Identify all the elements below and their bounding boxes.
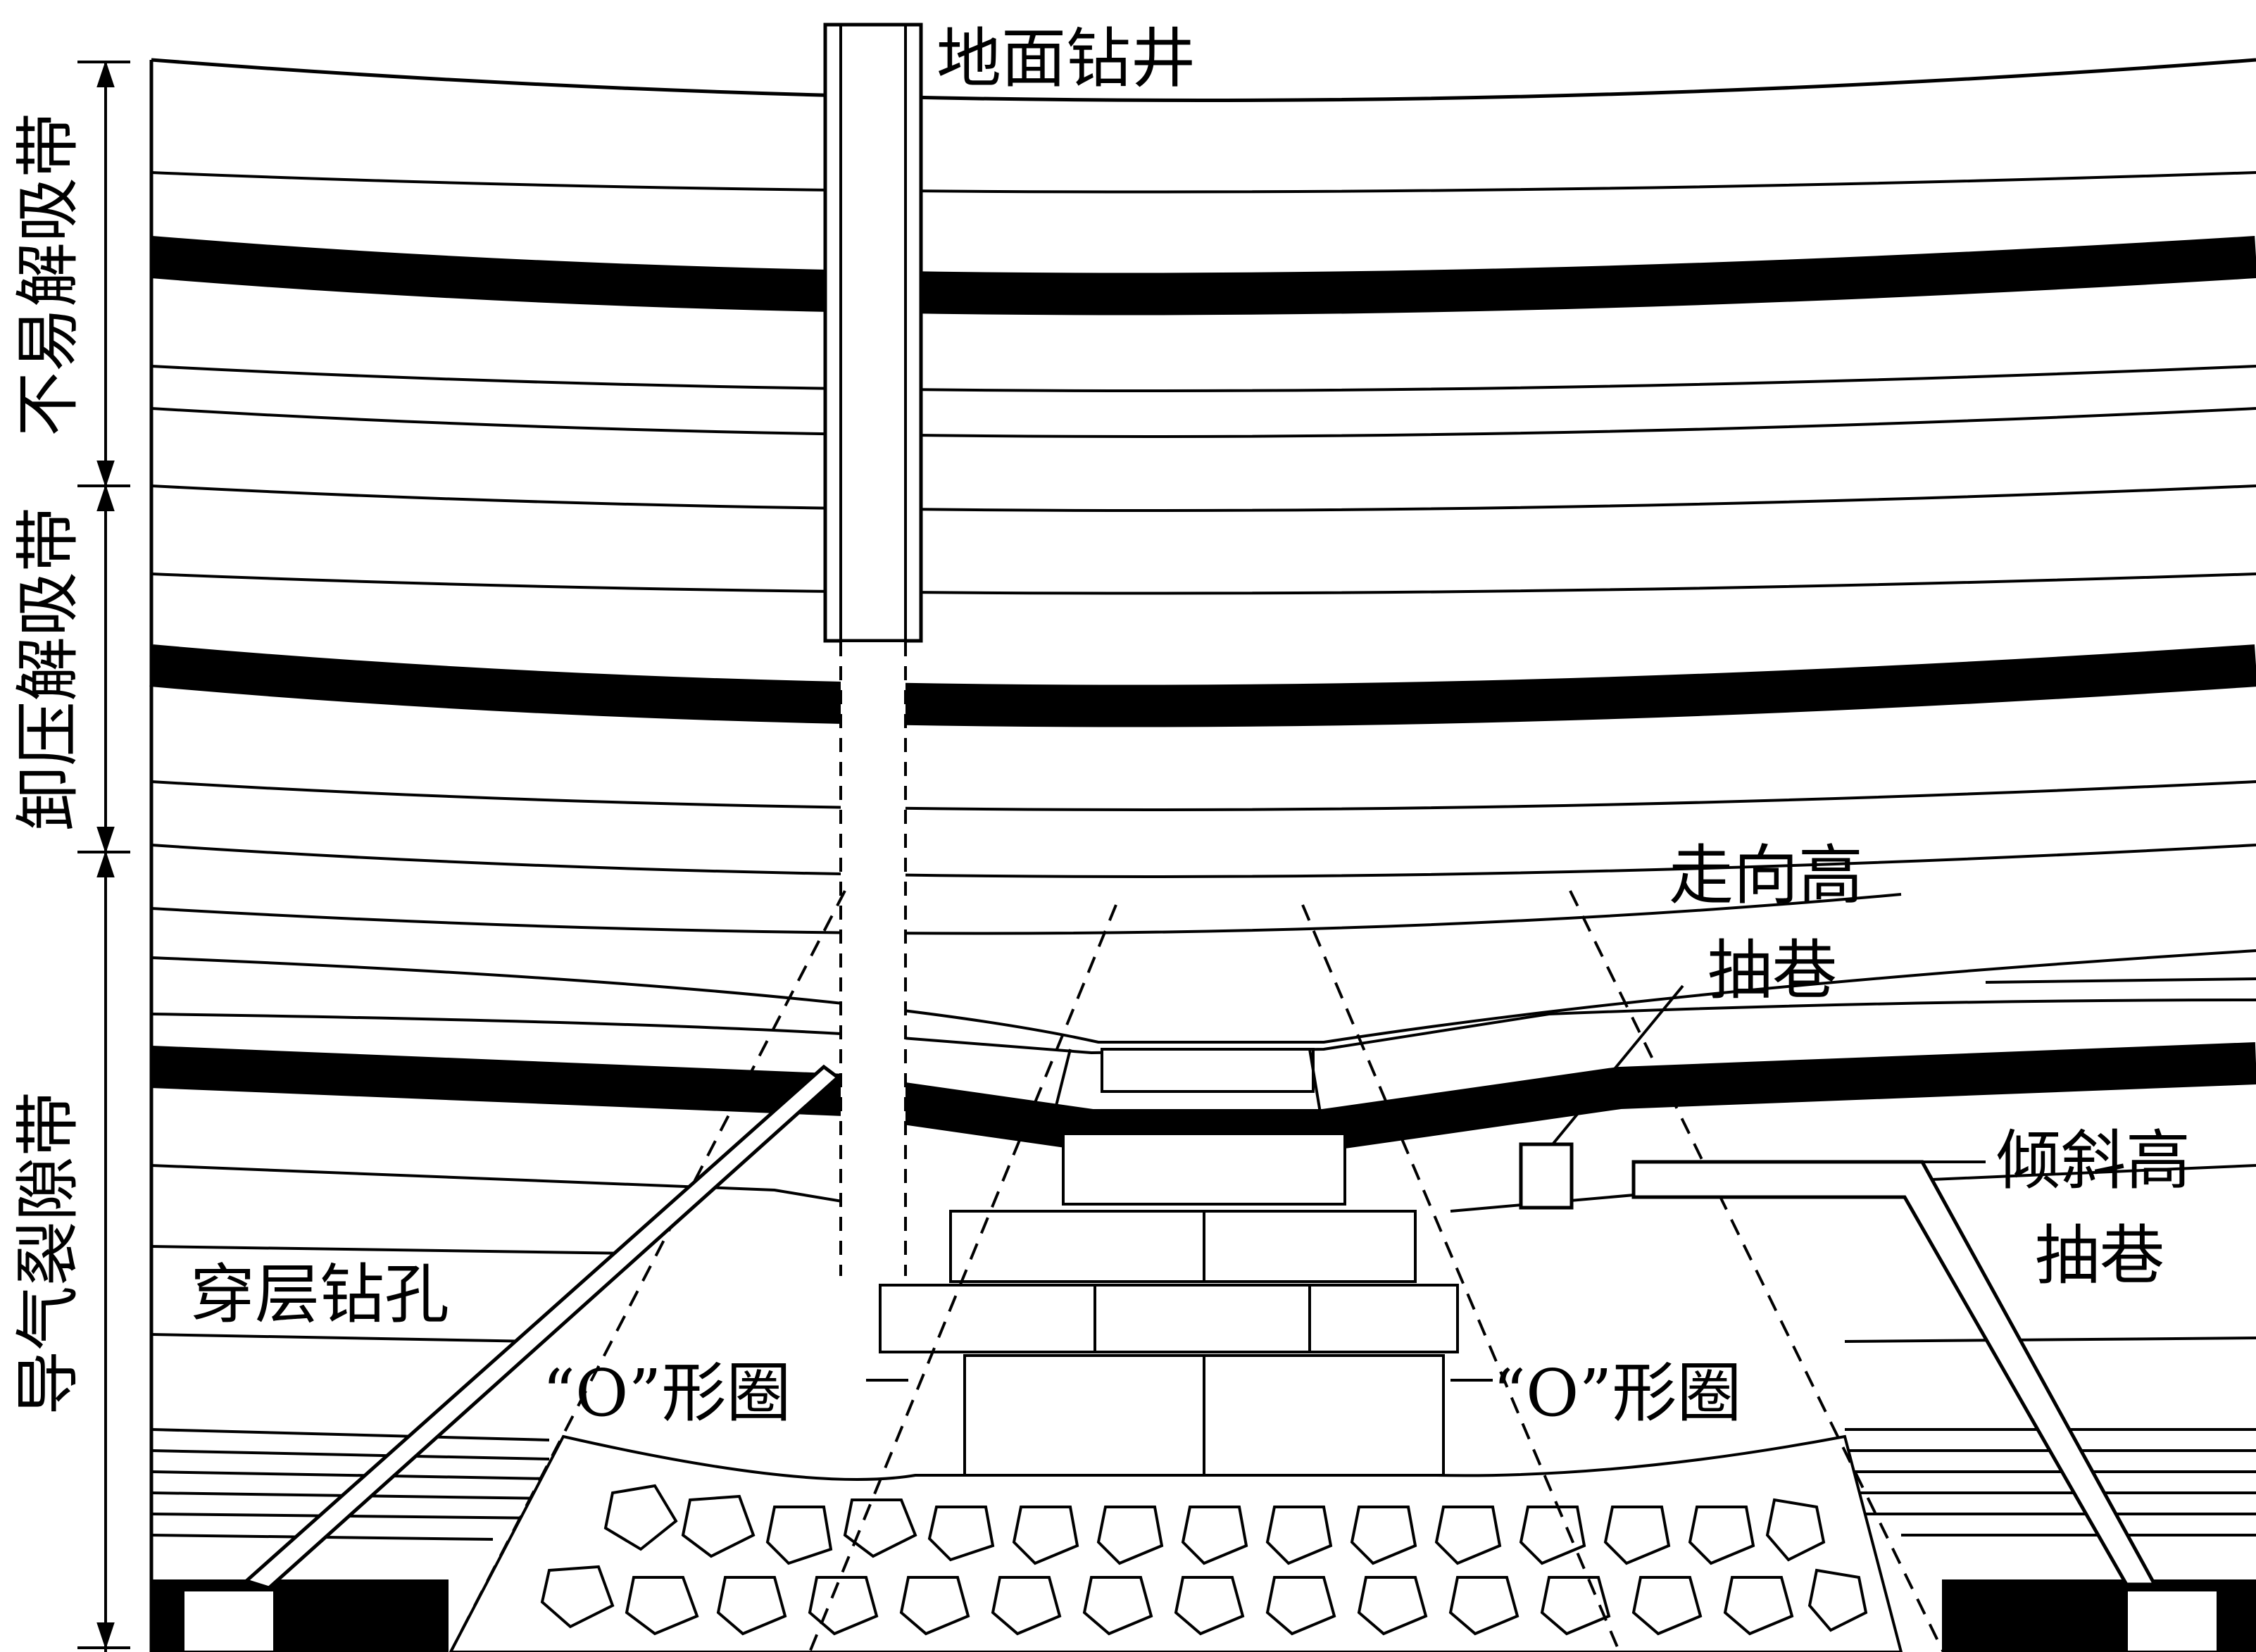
zone-brackets <box>77 60 130 1652</box>
label-surface-well: 地面钻井 <box>936 21 1196 96</box>
goaf-rubble <box>449 1434 1903 1652</box>
zone-label-upper: 不易解吸带 <box>11 113 86 437</box>
strike-roadway <box>1519 1142 1574 1210</box>
surface-well <box>823 23 923 1276</box>
coal-seams <box>149 236 2256 1151</box>
label-o-ring-right: “O”形圈 <box>1493 1356 1742 1431</box>
working-face <box>150 1579 2256 1652</box>
collapsed-blocks <box>879 1048 1459 1477</box>
zone-label-lower: 导气裂隙带 <box>11 1091 86 1415</box>
fracture-lines <box>449 890 1945 1652</box>
rubble-stones <box>540 1484 1868 1636</box>
zone-label-middle: 卸压解吸带 <box>11 507 86 831</box>
label-incline-roadway-2: 抽巷 <box>2035 1218 2164 1294</box>
label-strike-roadway-1: 走向高 <box>1669 838 1863 913</box>
stratum-frame <box>149 58 2256 1652</box>
label-o-ring-left: “O”形圈 <box>542 1356 791 1431</box>
crossing-borehole <box>243 1064 841 1590</box>
leader-lines <box>866 984 1986 1382</box>
label-crossing-borehole: 穿层钻孔 <box>190 1257 449 1332</box>
label-strike-roadway-2: 抽巷 <box>1707 933 1837 1008</box>
label-incline-roadway-1: 倾斜高 <box>1996 1123 2191 1199</box>
